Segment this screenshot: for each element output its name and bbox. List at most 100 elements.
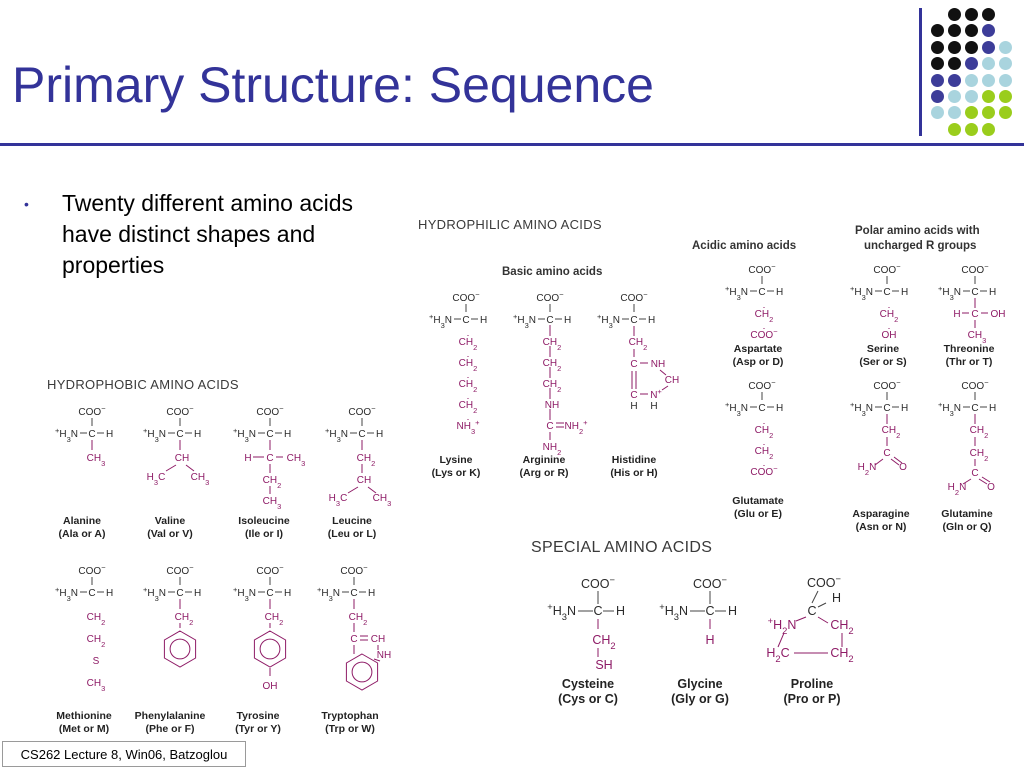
- corner-dot: [965, 57, 978, 71]
- amine-label: +H3N: [850, 400, 873, 418]
- corner-dot: [982, 106, 995, 120]
- benzene-ring: [253, 630, 287, 668]
- side-chain-group: C: [883, 448, 890, 459]
- side-chain-group: CH2: [459, 358, 478, 373]
- corner-dot: [982, 57, 995, 71]
- side-chain-group: H: [953, 309, 960, 320]
- corner-dot: [965, 8, 978, 21]
- side-chain-group: H: [630, 401, 637, 412]
- alpha-carbon-label: C: [266, 429, 273, 440]
- corner-dot: [948, 73, 961, 87]
- side-chain-group: CH2: [87, 634, 106, 649]
- amino-acid-code: (Ala or A): [59, 528, 106, 540]
- side-chain-group: H: [705, 633, 714, 647]
- polar-heading-line2: uncharged R groups: [864, 240, 976, 252]
- amino-acid-name: Alanine: [63, 515, 101, 527]
- side-chain-group: CH2: [265, 612, 284, 627]
- corner-dot: [982, 73, 995, 87]
- bond-line: [978, 478, 988, 485]
- corner-dot: [999, 106, 1012, 120]
- amino-acid-code: (Arg or R): [519, 467, 568, 479]
- corner-dot: [999, 57, 1012, 71]
- side-chain-group: CH3: [287, 453, 306, 468]
- amino-acid-name: Leucine: [332, 515, 372, 527]
- carboxylate-label: COO−: [256, 563, 284, 578]
- corner-dot: [982, 40, 995, 54]
- corner-dot: [982, 8, 995, 21]
- amine-label: +H3N: [233, 585, 256, 603]
- amine-label: +H3N: [725, 400, 748, 418]
- amino-acid-code: (Glu or E): [734, 508, 782, 520]
- bond-line: [817, 616, 829, 624]
- hydrophobic-heading: HYDROPHOBIC AMINO ACIDS: [47, 377, 239, 392]
- side-chain-group: COO−: [750, 327, 778, 342]
- side-chain-group: CH2: [830, 646, 853, 664]
- bond-line: [890, 458, 900, 466]
- carboxylate-label: COO−: [961, 262, 989, 277]
- side-chain-group: CH2: [830, 618, 853, 636]
- aromatic-ring: [351, 661, 373, 683]
- bond-line: [795, 616, 807, 622]
- amine-label: +H3N: [233, 426, 256, 444]
- bond-line: [811, 590, 819, 604]
- corner-dot: [931, 73, 944, 87]
- side-chain-group: CH2: [755, 309, 774, 324]
- hydrogen-label: H: [480, 315, 487, 326]
- amine-label: +H3N: [938, 284, 961, 302]
- alpha-carbon-label: C: [758, 403, 765, 414]
- hydrogen-label: H: [989, 403, 996, 414]
- bond-line: [981, 476, 991, 483]
- bond-line: [347, 486, 359, 494]
- amine-label: +H3N: [938, 400, 961, 418]
- corner-dot: [965, 90, 978, 103]
- alpha-carbon-label: C: [266, 588, 273, 599]
- corner-dot: [931, 106, 944, 120]
- amino-acid-code: (Gly or G): [671, 692, 729, 706]
- carboxylate-label: COO−: [693, 575, 728, 591]
- carboxylate-label: COO−: [256, 404, 284, 419]
- amino-acid-name: Lysine: [440, 454, 473, 466]
- side-chain-group: COO−: [750, 464, 778, 479]
- amine-label: +H3N: [725, 284, 748, 302]
- bond-line: [185, 464, 195, 472]
- side-chain-group: CH2: [357, 453, 376, 468]
- carboxylate-label: COO−: [452, 290, 480, 305]
- corner-dot: [999, 90, 1012, 103]
- side-chain-group: NH: [651, 359, 665, 370]
- alpha-carbon-label: C: [971, 403, 978, 414]
- amino-acid-name: Histidine: [612, 454, 657, 466]
- basic-heading: Basic amino acids: [502, 266, 602, 278]
- side-chain-group: CH2: [175, 612, 194, 627]
- bond-line: [777, 632, 785, 648]
- corner-dot: [948, 40, 961, 54]
- side-chain-group: CH2: [543, 379, 562, 394]
- side-chain-group: H2N: [858, 462, 877, 477]
- carboxylate-label: COO−: [581, 575, 616, 591]
- amine-label: +H3N: [143, 426, 166, 444]
- footer-credit: CS262 Lecture 8, Win06, Batzoglou: [2, 741, 246, 767]
- carboxylate-label: COO−: [807, 574, 842, 590]
- side-chain-group: CH2: [970, 425, 989, 440]
- carboxylate-label: COO−: [348, 404, 376, 419]
- side-chain-group: CH: [371, 634, 385, 645]
- hydrogen-label: H: [616, 604, 625, 618]
- amine-label: +H3N: [547, 602, 576, 622]
- side-chain-group: CH3: [87, 678, 106, 693]
- carboxylate-label: COO−: [873, 262, 901, 277]
- carboxylate-label: COO−: [748, 262, 776, 277]
- alpha-carbon-label: C: [546, 315, 553, 326]
- carboxylate-label: COO−: [340, 563, 368, 578]
- side-chain-group: H: [244, 453, 251, 464]
- acidic-heading: Acidic amino acids: [692, 240, 796, 252]
- side-chain-group: CH2: [459, 400, 478, 415]
- special-heading: SPECIAL AMINO ACIDS: [531, 539, 712, 556]
